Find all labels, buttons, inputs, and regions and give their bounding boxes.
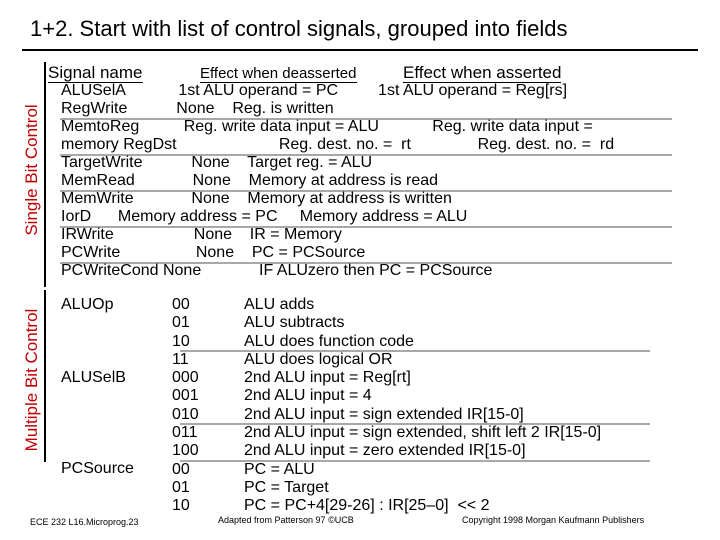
effect-text: PC = Target	[244, 478, 329, 496]
effect-text: 2nd ALU input = sign extended IR[15-0]	[244, 405, 524, 423]
single-signal-row: ALUSelA 1st ALU operand = PC 1st ALU ope…	[61, 82, 568, 99]
multiple-bit-control-label: Multiple Bit Control	[22, 308, 41, 452]
field-name-pcsource: PCSource	[61, 460, 134, 477]
code-list: 00 01 10 11 000 001 010 011 100 00 01 10	[172, 296, 199, 516]
field-name-aluselb: ALUSelB	[61, 369, 126, 386]
deasserted-header-text: Effect when deasserted	[200, 65, 357, 83]
single-section-rule	[44, 62, 46, 287]
effect-text: PC = PC+4[29-26] : IR[25–0] << 2	[244, 497, 490, 515]
code-value: 010	[172, 405, 199, 423]
code-value: 10	[172, 497, 190, 515]
page-title: 1+2. Start with list of control signals,…	[30, 16, 568, 41]
footer-course: ECE 232 L16.Microprog.23	[30, 517, 139, 527]
row-stripe	[180, 350, 650, 352]
effect-text: PC = ALU	[244, 460, 315, 478]
row-stripe	[60, 226, 672, 228]
effect-text: ALU adds	[244, 296, 315, 313]
row-stripe	[180, 460, 650, 462]
effect-text: 2nd ALU input = sign extended, shift lef…	[244, 424, 602, 442]
effect-text: ALU subtracts	[244, 314, 345, 332]
code-value: 10	[172, 332, 190, 350]
code-value: 01	[172, 478, 190, 496]
row-stripe	[60, 154, 672, 156]
single-signal-row: MemWrite None Memory at address is writt…	[61, 190, 452, 207]
effect-text: 2nd ALU input = zero extended IR[15-0]	[244, 442, 526, 460]
footer-copyright: Copyright 1998 Morgan Kaufmann Publisher…	[462, 515, 645, 525]
code-value: 011	[172, 424, 198, 442]
effect-text: 2nd ALU input = 4	[244, 387, 372, 405]
row-stripe	[180, 423, 650, 425]
code-value: 11	[172, 350, 189, 368]
effect-text: ALU does function code	[244, 332, 414, 350]
code-value: 000	[172, 369, 199, 387]
code-value: 001	[172, 387, 199, 405]
single-signal-row: RegWrite None Reg. is written	[61, 100, 334, 117]
title-divider	[22, 49, 698, 51]
code-value: 00	[172, 296, 190, 313]
single-signal-row: memory RegDst Reg. dest. no. = rt Reg. d…	[61, 136, 615, 153]
single-signal-row: IRWrite None IR = Memory	[61, 226, 342, 243]
effect-list: ALU adds ALU subtracts ALU does function…	[244, 296, 601, 516]
asserted-header: Effect when asserted	[403, 63, 562, 83]
footer-credit: Adapted from Patterson 97 ©UCB	[218, 515, 354, 525]
single-signal-row: PCWriteCond None IF ALUzero then PC = PC…	[61, 262, 493, 279]
multiple-section-rule	[44, 290, 46, 462]
single-signal-row: PCWrite None PC = PCSource	[61, 244, 366, 261]
code-value: 01	[172, 314, 190, 332]
row-stripe	[60, 262, 672, 264]
signal-name-header-text: Signal name	[48, 63, 143, 83]
code-value: 100	[172, 442, 199, 460]
deasserted-header: Effect when deasserted	[200, 65, 357, 83]
effect-text: ALU does logical OR	[244, 350, 393, 368]
single-bit-control-label: Single Bit Control	[22, 104, 41, 236]
single-signal-row: MemtoReg Reg. write data input = ALU Reg…	[61, 118, 593, 135]
asserted-header-text: Effect when asserted	[403, 63, 562, 83]
code-value: 00	[172, 460, 190, 478]
single-signal-row: MemRead None Memory at address is read	[61, 172, 439, 189]
single-signal-row: IorD Memory address = PC Memory address …	[61, 208, 468, 225]
row-stripe	[60, 190, 672, 192]
field-name-aluop: ALUOp	[61, 296, 114, 313]
effect-text: 2nd ALU input = Reg[rt]	[244, 369, 411, 387]
single-signal-row: TargetWrite None Target reg. = ALU	[61, 154, 373, 171]
row-stripe	[60, 118, 672, 120]
signal-name-header: Signal name	[48, 63, 143, 83]
